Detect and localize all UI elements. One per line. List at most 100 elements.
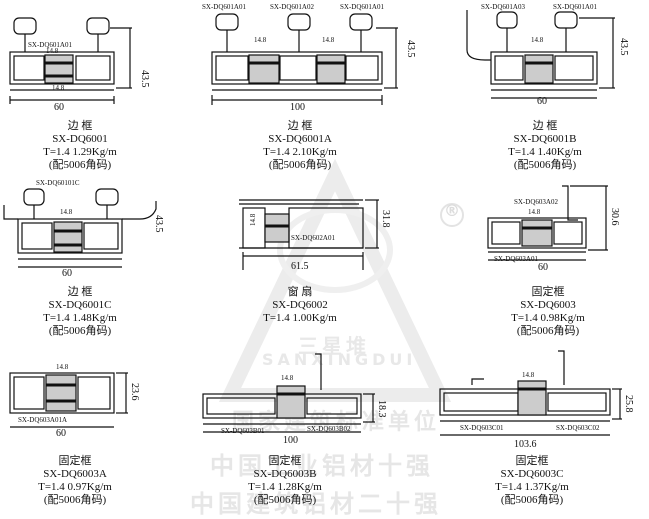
profile-spec: T=1.4 2.10Kg/m [263,146,337,158]
profile-note: (配5006角码) [253,494,317,506]
part-label: SX-DQ603A01A [18,416,67,424]
profile-note: (配5006角码) [43,494,107,506]
dim-gap: 14.8 [531,36,544,44]
dim-gap: 14.8 [254,36,267,44]
dim-width: 60 [56,428,66,439]
profile-drawing: SX-DQ601A03 SX-DQ601A01 14.8 60 43.5 [466,3,629,107]
dim-gap: 14.8 [528,208,541,216]
profile-drawing: SX-DQ603A02 14.8 SX-DQ603A01 60 30.6 [487,185,620,273]
profile-spec: T=1.4 0.98Kg/m [511,312,585,324]
dim-width: 60 [537,96,547,107]
part-label: SX-DQ601A03 [481,3,525,11]
part-label: SX-DQ60101C [36,179,80,187]
profile-code: SX-DQ6001C [48,299,112,311]
dim-width: 100 [290,102,305,112]
profile-spec: T=1.4 1.40Kg/m [508,146,582,158]
profile-caption: 边 框 SX-DQ6001C T=1.4 1.48Kg/m (配5006角码) [5,286,155,338]
dim-height: 43.5 [618,38,629,56]
dim-width: 100 [283,435,298,446]
profile-note: (配5006角码) [48,325,112,337]
profile-code: SX-DQ6001A [268,133,332,145]
profile-name: 固定框 [58,455,92,467]
dim-gap: 14.8 [249,213,257,226]
part-label: SX-DQ601A01 [202,3,246,11]
part-label: SX-DQ601A01 [340,3,384,11]
dim-height: 18.3 [376,400,387,418]
profile-drawing: SX-DQ601A01 14.8 14.8 60 43.5 [9,17,150,112]
profile-drawing: 14.8 SX-DQ603C01 SX-DQ603C02 103.6 25.8 [439,350,634,448]
profile-note: (配5006角码) [513,159,577,171]
profile-note: (配5006角码) [500,494,564,506]
profile-note: (配5006角码) [516,325,580,337]
profile-cell: SX-DQ60101C 14.8 60 43.5 边 框 SX-DQ6001C … [0,175,200,338]
profile-cell: 14.8 SX-DQ602A01 61.5 31.8 窗 扇 SX-DQ6002… [225,190,395,335]
profile-cell: SX-DQ601A01 SX-DQ601A02 SX-DQ601A01 14.8… [200,0,440,172]
profile-caption: 边 框 SX-DQ6001 T=1.4 1.29Kg/m (配5006角码) [5,120,155,172]
profile-note: (配5006角码) [268,159,332,171]
profile-cell: SX-DQ601A03 SX-DQ601A01 14.8 60 43.5 边 框… [455,0,649,172]
dim-gap: 14.8 [46,47,59,55]
profile-code: SX-DQ6001 [52,133,108,145]
part-label: SX-DQ601A01 [28,41,72,49]
watermark-registered: ® [444,201,460,220]
profile-caption: 边 框 SX-DQ6001A T=1.4 2.10Kg/m (配5006角码) [220,120,380,172]
dim-gap: 14.8 [56,363,69,371]
dim-width: 60 [538,262,548,273]
dim-height: 25.8 [623,395,634,413]
profile-caption: 固定框 SX-DQ6003A T=1.4 0.97Kg/m (配5006角码) [0,455,150,507]
dim-width: 103.6 [514,439,537,448]
profile-drawing: 14.8 SX-DQ602A01 61.5 31.8 [239,199,391,272]
profile-name: 边 框 [287,120,313,132]
dim-gap: 14.8 [322,36,335,44]
part-label: SX-DQ603B01 [221,427,265,435]
profile-note: (配5006角码) [48,159,112,171]
profile-name: 边 框 [67,286,93,298]
profile-cell: 14.8 SX-DQ603B01 SX-DQ603B02 100 18.3 固定… [195,350,405,515]
profile-code: SX-DQ6001B [513,133,577,145]
part-label: SX-DQ601A01 [553,3,597,11]
profile-cell: SX-DQ603A02 14.8 SX-DQ603A01 60 30.6 固定框… [478,180,649,337]
dim-gap: 14.8 [52,84,65,92]
profile-spec: T=1.4 1.29Kg/m [43,146,117,158]
profile-drawing: 14.8 SX-DQ603A01A 60 23.6 [9,363,140,439]
profile-cell: SX-DQ601A01 14.8 14.8 60 43.5 边 框 SX-DQ6… [0,0,200,172]
profile-spec: T=1.4 1.00Kg/m [263,312,337,324]
dim-gap: 14.8 [281,374,294,382]
dim-height: 43.5 [139,70,150,88]
profile-name: 固定框 [515,455,549,467]
part-label: SX-DQ603B02 [307,425,351,433]
profile-caption: 固定框 SX-DQ6003C T=1.4 1.37Kg/m (配5006角码) [462,455,602,507]
profile-caption: 边 框 SX-DQ6001B T=1.4 1.40Kg/m (配5006角码) [465,120,625,172]
profile-spec: T=1.4 1.28Kg/m [248,481,322,493]
dim-height: 23.6 [129,383,140,401]
profile-name: 边 框 [67,120,93,132]
profile-name: 固定框 [268,455,302,467]
profile-spec: T=1.4 0.97Kg/m [38,481,112,493]
part-label: SX-DQ603C01 [460,424,504,432]
dim-height: 31.8 [380,210,391,228]
dim-width: 61.5 [291,261,309,272]
profile-code: SX-DQ6003 [520,299,576,311]
profile-code: SX-DQ6002 [272,299,328,311]
profile-code: SX-DQ6003C [500,468,564,480]
profile-code: SX-DQ6003A [43,468,107,480]
profile-caption: 固定框 SX-DQ6003B T=1.4 1.28Kg/m (配5006角码) [205,455,365,507]
profile-cell: 14.8 SX-DQ603A01A 60 23.6 固定框 SX-DQ6003A… [0,355,190,515]
dim-height: 43.5 [153,215,164,233]
part-label: SX-DQ601A02 [270,3,314,11]
profile-drawing: 14.8 SX-DQ603B01 SX-DQ603B02 100 18.3 [202,353,387,446]
part-label: SX-DQ602A01 [291,234,335,242]
profile-name: 边 框 [532,120,558,132]
profile-name: 固定框 [531,286,565,298]
profile-spec: T=1.4 1.48Kg/m [43,312,117,324]
profile-caption: 窗 扇 SX-DQ6002 T=1.4 1.00Kg/m [225,286,375,325]
part-label: SX-DQ603A01 [494,255,538,263]
profile-cell: 14.8 SX-DQ603C01 SX-DQ603C02 103.6 25.8 … [432,345,649,515]
profile-code: SX-DQ6003B [253,468,317,480]
part-label: SX-DQ603A02 [514,198,558,206]
dim-height: 30.6 [609,208,620,226]
part-label: SX-DQ603C02 [556,424,600,432]
profile-drawing: SX-DQ60101C 14.8 60 43.5 [3,179,164,279]
dim-gap: 14.8 [522,371,535,379]
